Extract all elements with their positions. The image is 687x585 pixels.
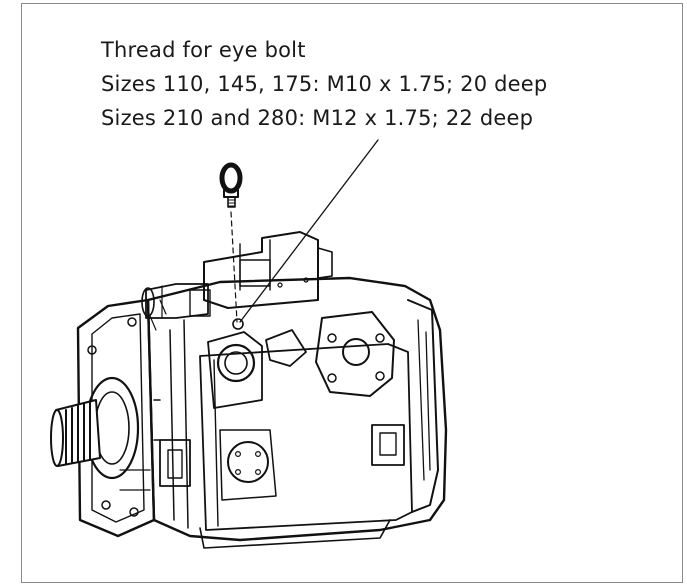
callout-spec-sizes-210-280: Sizes 210 and 280: M12 x 1.75; 22 deep — [101, 106, 534, 130]
eye-bolt-axis — [230, 211, 238, 323]
callout-title: Thread for eye bolt — [101, 38, 306, 62]
eye-bolt — [219, 162, 243, 208]
pump-body — [50, 231, 448, 549]
figure-frame — [21, 3, 683, 583]
leader-line — [239, 139, 379, 323]
callout-text: Thread for eye bolt Sizes 110, 145, 175:… — [101, 33, 547, 135]
callout-spec-sizes-110-145-175: Sizes 110, 145, 175: M10 x 1.75; 20 deep — [101, 72, 548, 96]
